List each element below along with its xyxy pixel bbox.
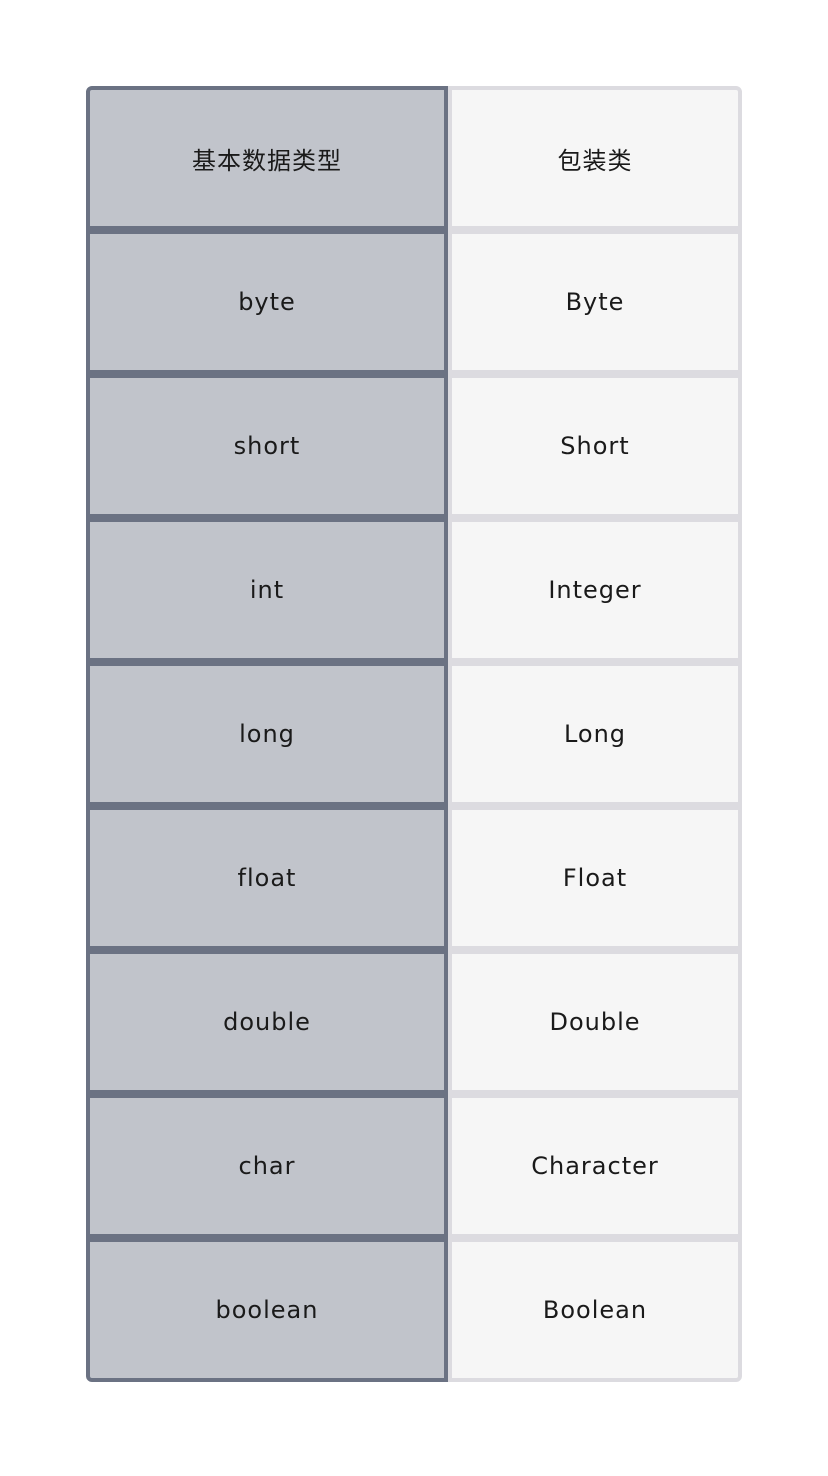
primitive-type-cell: int — [86, 518, 448, 662]
wrapper-class-cell: Character — [448, 1094, 742, 1238]
wrapper-class-cell: Integer — [448, 518, 742, 662]
primitive-type-cell: byte — [86, 230, 448, 374]
header-wrapper-class: 包装类 — [448, 86, 742, 230]
table-row: double Double — [86, 950, 742, 1094]
table-row: byte Byte — [86, 230, 742, 374]
wrapper-class-cell: Byte — [448, 230, 742, 374]
table-row: long Long — [86, 662, 742, 806]
primitive-type-cell: double — [86, 950, 448, 1094]
table-row: short Short — [86, 374, 742, 518]
table-row: float Float — [86, 806, 742, 950]
table-row: char Character — [86, 1094, 742, 1238]
wrapper-class-cell: Short — [448, 374, 742, 518]
wrapper-class-cell: Double — [448, 950, 742, 1094]
table-row: boolean Boolean — [86, 1238, 742, 1382]
primitive-type-cell: long — [86, 662, 448, 806]
table-header-row: 基本数据类型 包装类 — [86, 86, 742, 230]
wrapper-class-cell: Long — [448, 662, 742, 806]
header-primitive-type: 基本数据类型 — [86, 86, 448, 230]
type-mapping-table: 基本数据类型 包装类 byte Byte short Short int Int… — [86, 86, 742, 1382]
primitive-type-cell: char — [86, 1094, 448, 1238]
primitive-type-cell: short — [86, 374, 448, 518]
table-row: int Integer — [86, 518, 742, 662]
primitive-type-cell: float — [86, 806, 448, 950]
wrapper-class-cell: Float — [448, 806, 742, 950]
wrapper-class-cell: Boolean — [448, 1238, 742, 1382]
primitive-type-cell: boolean — [86, 1238, 448, 1382]
